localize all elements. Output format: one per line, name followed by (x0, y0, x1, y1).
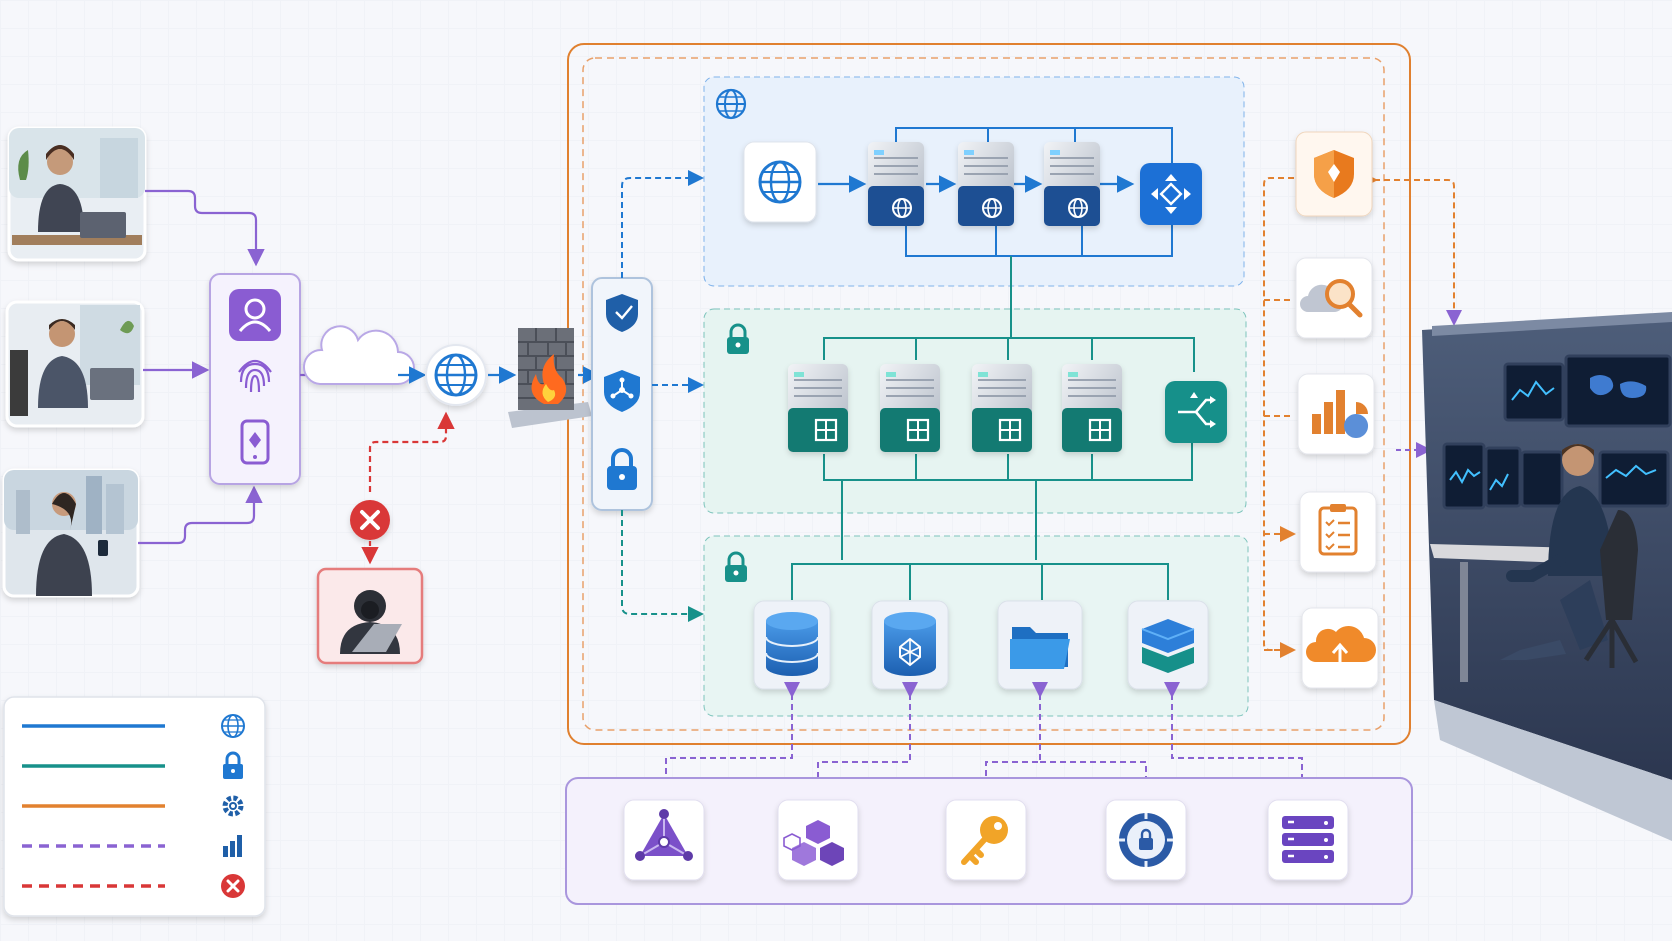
private-server-1 (788, 364, 848, 452)
private-server-2 (880, 364, 940, 452)
security-shield-icon (1295, 131, 1373, 217)
legend-blocked-icon (221, 874, 245, 898)
folder-icon (997, 600, 1083, 690)
blocked-attack-path (368, 411, 455, 492)
network-shield-icon (604, 370, 640, 412)
cloud-search-icon (1295, 257, 1373, 339)
public-server-1 (868, 142, 924, 226)
database-icon (753, 600, 831, 690)
identity-graph-icon (623, 799, 705, 881)
storage-rack-link (1164, 682, 1310, 796)
lock-icon (607, 448, 637, 490)
cubes-icon (777, 799, 859, 881)
blocked-icon (350, 500, 390, 540)
public-entry-globe (743, 141, 817, 223)
private-server-4 (1062, 364, 1122, 452)
globe-icon (425, 344, 487, 406)
switch-icon (1165, 381, 1227, 443)
analytics-icon (1297, 373, 1375, 455)
private-data-trunk (841, 480, 1037, 560)
data-tier-zone (703, 535, 1249, 717)
vpc-boundary (582, 57, 1385, 731)
user1-auth-link (145, 189, 265, 267)
office-user (7, 126, 147, 262)
management-bus (1263, 177, 1294, 651)
identity-panel (209, 273, 301, 485)
shield-icon (606, 294, 638, 332)
remote-user (5, 300, 145, 428)
private-zone-lock-icon (727, 323, 749, 354)
legend-globe-icon (221, 714, 245, 738)
cloud-upload-icon (1301, 607, 1379, 689)
data-zone-lock-icon (725, 551, 747, 582)
gateway-data-link (621, 510, 704, 622)
user-icon (229, 289, 281, 341)
legend-gear-icon (222, 795, 244, 817)
db-identity-link (658, 682, 800, 796)
soc-operator-room (1422, 312, 1672, 841)
gateway-panel (591, 277, 653, 511)
user3-auth-link (138, 485, 263, 545)
attacker-icon (316, 567, 424, 665)
public-bus-bottom (905, 198, 1173, 257)
storage-block-icon (1127, 600, 1209, 690)
mobile-user (2, 468, 140, 598)
private-server-3 (972, 364, 1032, 452)
private-bus-bottom (823, 438, 1193, 481)
vault-lock-icon (1105, 799, 1187, 881)
router-icon (1140, 163, 1202, 225)
legend-bar-chart-icon (223, 835, 242, 857)
management-soc-link (1362, 172, 1462, 326)
fingerprint-icon (238, 359, 272, 393)
key-icon (945, 799, 1027, 881)
mobile-auth-icon (240, 419, 270, 465)
public-zone-globe-icon (715, 88, 747, 120)
public-server-3 (1044, 142, 1100, 226)
management-branches (1264, 299, 1292, 534)
legend (22, 714, 245, 898)
checklist-icon (1299, 491, 1377, 573)
data-bus (791, 563, 1169, 600)
sql-database-icon (871, 600, 949, 690)
firewall-icon (508, 328, 592, 428)
gateway-public-link (621, 170, 704, 278)
cloud-icon (303, 325, 415, 385)
public-server-2 (958, 142, 1014, 226)
private-bus-top (823, 337, 1195, 372)
legend-lock-icon (223, 751, 243, 779)
server-rack-icon (1267, 799, 1349, 881)
